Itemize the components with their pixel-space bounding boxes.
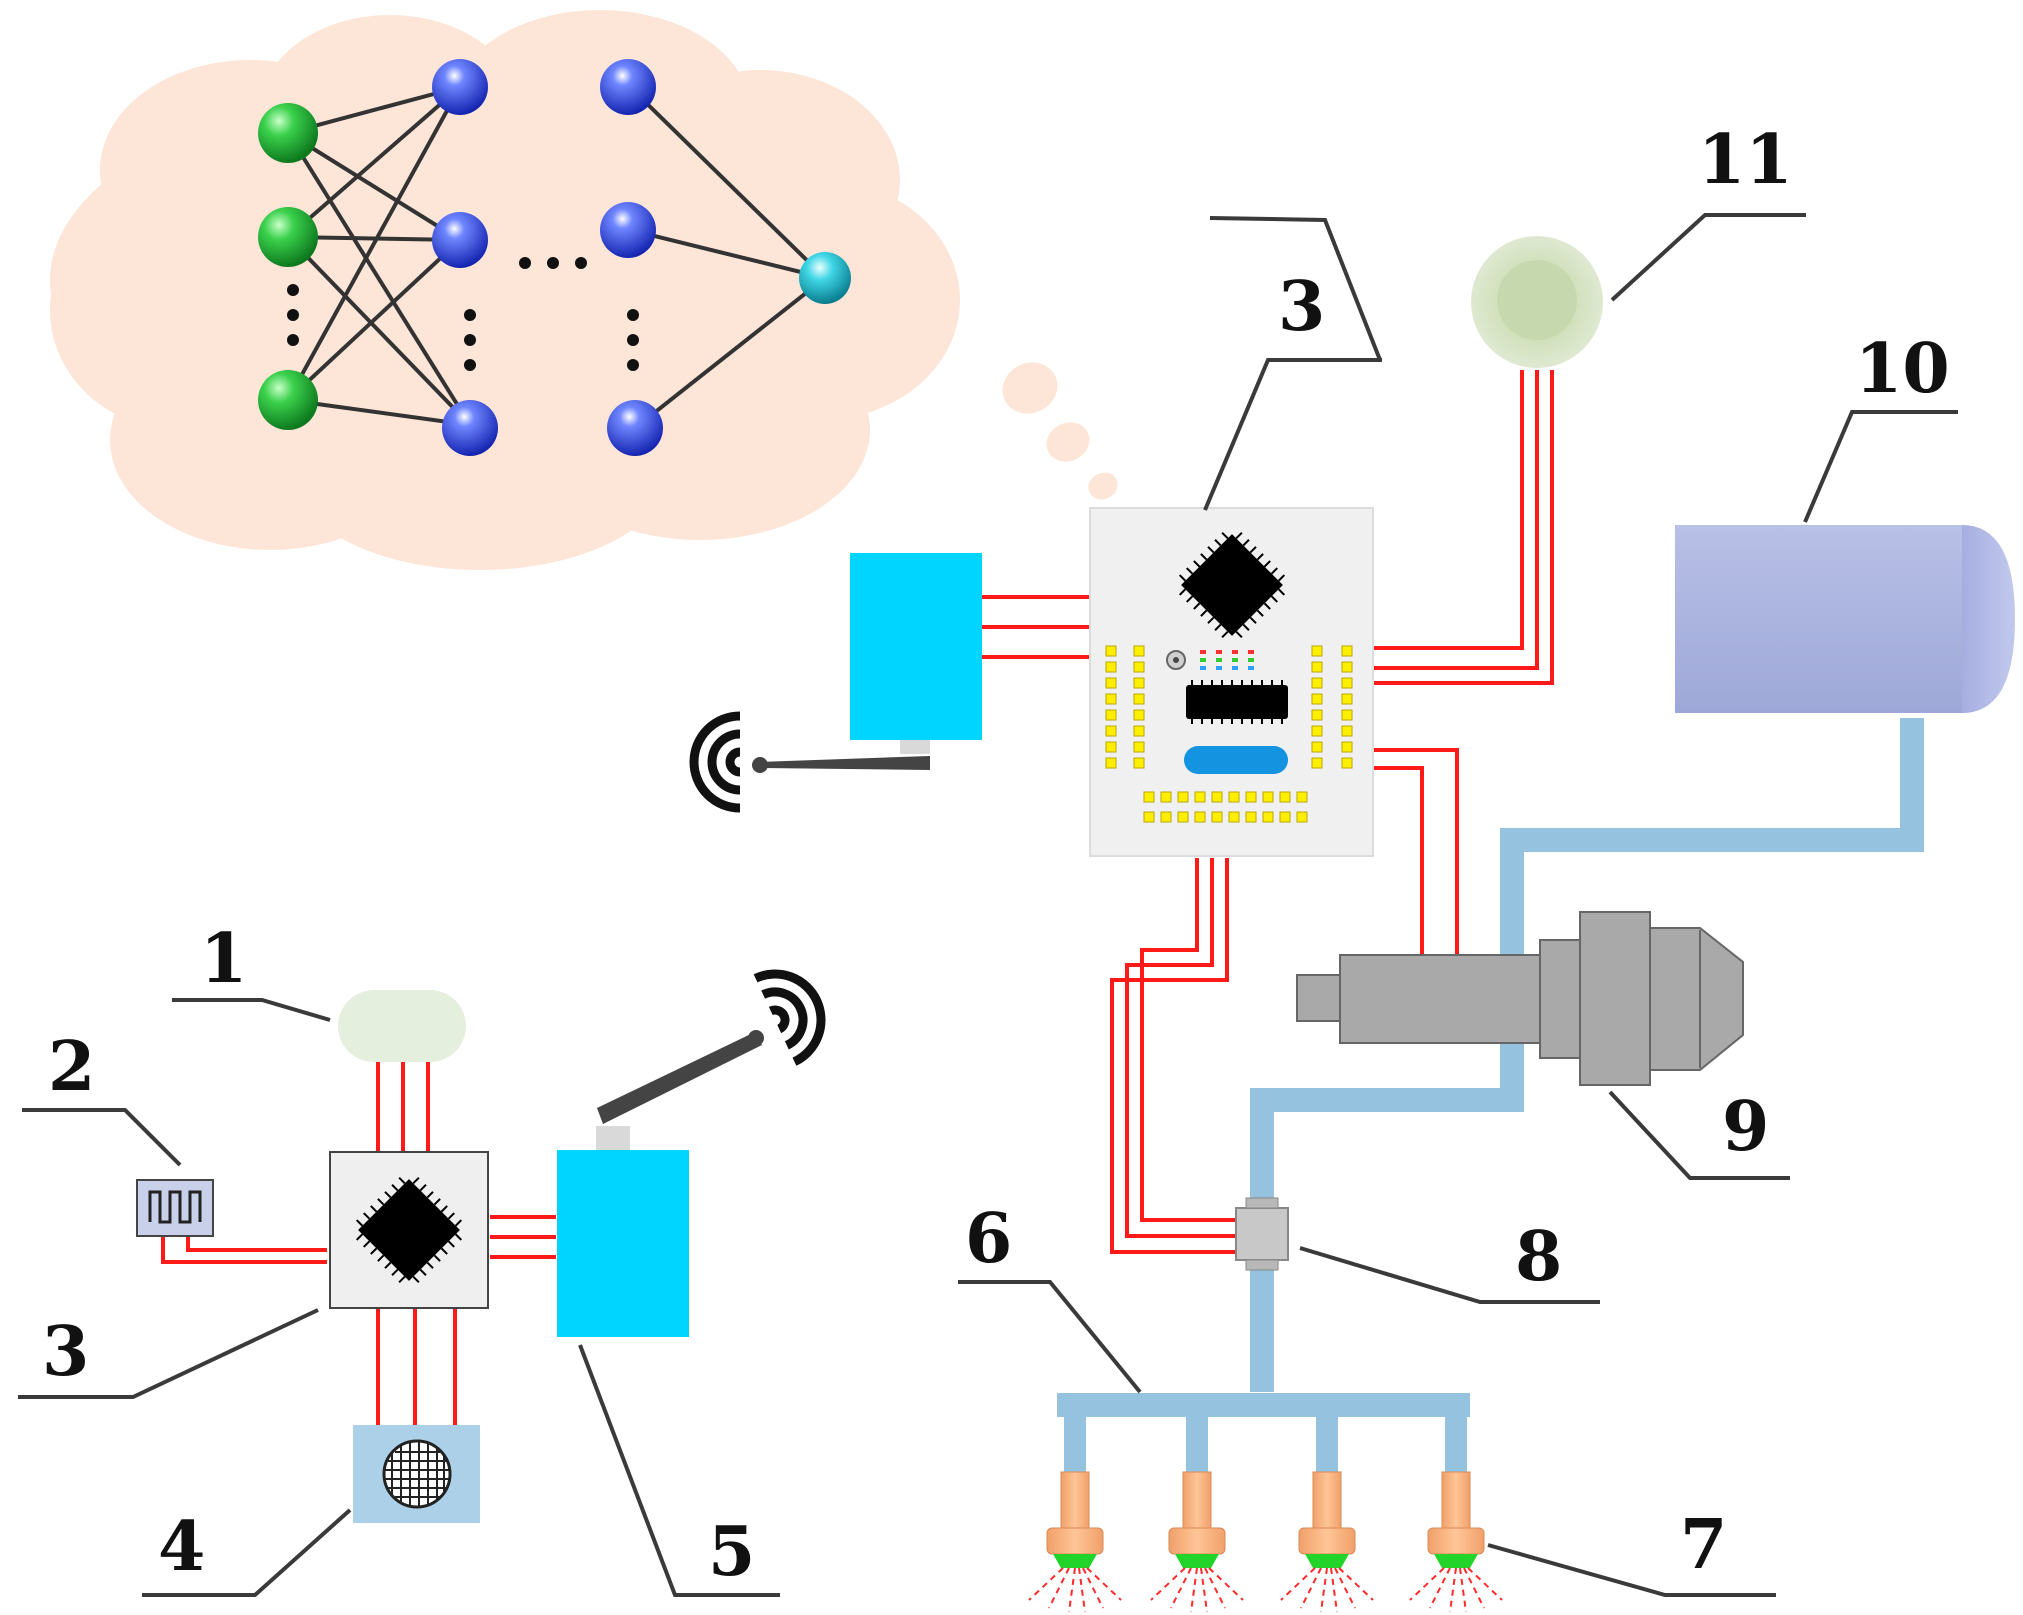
network-edges	[286, 85, 827, 430]
gps-receiver	[1471, 236, 1603, 368]
label-camera: 4	[158, 1507, 205, 1587]
ellipsis-dots	[287, 257, 639, 371]
label-node-controller: 3	[42, 1312, 89, 1392]
pin-header-left	[1105, 645, 1145, 769]
spray-nozzle	[1150, 1471, 1244, 1613]
hidden-node	[432, 212, 488, 268]
label-main-controller: 3	[1278, 267, 1325, 347]
solenoid-valve	[1235, 1197, 1289, 1271]
spray-nozzles	[1028, 1471, 1503, 1613]
liquid-tank	[1675, 525, 2015, 713]
callout-numbers: 11 3 10 9 8 6 7 1 2 3 4 5	[42, 120, 1950, 1592]
ic-chip-icon	[1186, 680, 1288, 724]
neural-network-icon	[50, 10, 1118, 570]
spray-nozzle	[1028, 1471, 1122, 1613]
hidden-node	[432, 59, 488, 115]
label-valve: 8	[1515, 1217, 1562, 1297]
label-sensor-1: 1	[200, 919, 247, 999]
status-leds	[1200, 650, 1254, 670]
spray-nozzle	[1280, 1471, 1374, 1613]
label-wireless-5: 5	[708, 1512, 755, 1592]
input-node	[258, 207, 318, 267]
label-tank: 10	[1855, 329, 1950, 409]
pin-header-bottom	[1143, 791, 1308, 823]
label-pump: 9	[1722, 1087, 1769, 1167]
camera-4	[353, 1425, 480, 1523]
signal-wires	[161, 370, 1554, 1425]
usb-connector	[1184, 746, 1288, 774]
label-manifold: 6	[965, 1199, 1012, 1279]
hidden-node	[442, 400, 498, 456]
spray-nozzle	[1409, 1471, 1503, 1613]
pump-motor	[1296, 911, 1744, 1086]
node-controller-3	[329, 1151, 489, 1309]
wifi-signal-icon	[756, 959, 837, 1062]
leader-lines	[18, 213, 1958, 1597]
label-sensor-2: 2	[48, 1027, 95, 1107]
main-controller-board	[1089, 507, 1374, 857]
hidden-node	[600, 202, 656, 258]
sensor-node	[136, 959, 836, 1523]
wifi-signal-icon	[694, 716, 740, 808]
hidden-node	[607, 400, 663, 456]
thought-cloud	[50, 10, 1118, 570]
hidden-node	[600, 59, 656, 115]
output-node	[799, 252, 851, 304]
sensor-2	[136, 1179, 214, 1237]
wireless-module-main	[694, 553, 982, 808]
reset-button-icon	[1166, 650, 1186, 670]
sensor-1	[338, 990, 466, 1062]
label-gps: 11	[1698, 120, 1793, 200]
pin-header-right	[1311, 645, 1353, 769]
input-node	[258, 103, 318, 163]
label-nozzles: 7	[1680, 1505, 1727, 1585]
input-node	[258, 370, 318, 430]
wireless-module-5	[557, 959, 836, 1337]
